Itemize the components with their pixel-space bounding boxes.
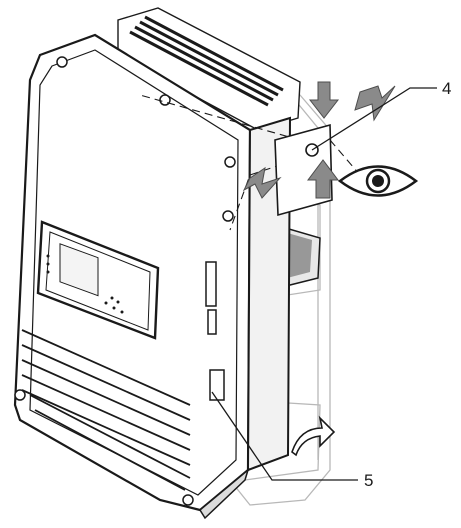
press-arrow-icon — [242, 81, 396, 199]
eye-icon — [337, 165, 419, 197]
rotate-arrow-icon — [291, 415, 336, 457]
indicator-leds — [46, 254, 50, 274]
leader-line-5 — [211, 391, 358, 481]
leader-line-4 — [311, 87, 437, 151]
leader-lines — [211, 87, 437, 481]
cooling-slots — [21, 329, 191, 491]
button-dots — [104, 296, 124, 314]
callout-label-5: 5 — [364, 471, 374, 490]
callout-label-4: 4 — [442, 79, 452, 98]
display-panel — [36, 220, 160, 340]
lcd-screen — [59, 243, 99, 297]
